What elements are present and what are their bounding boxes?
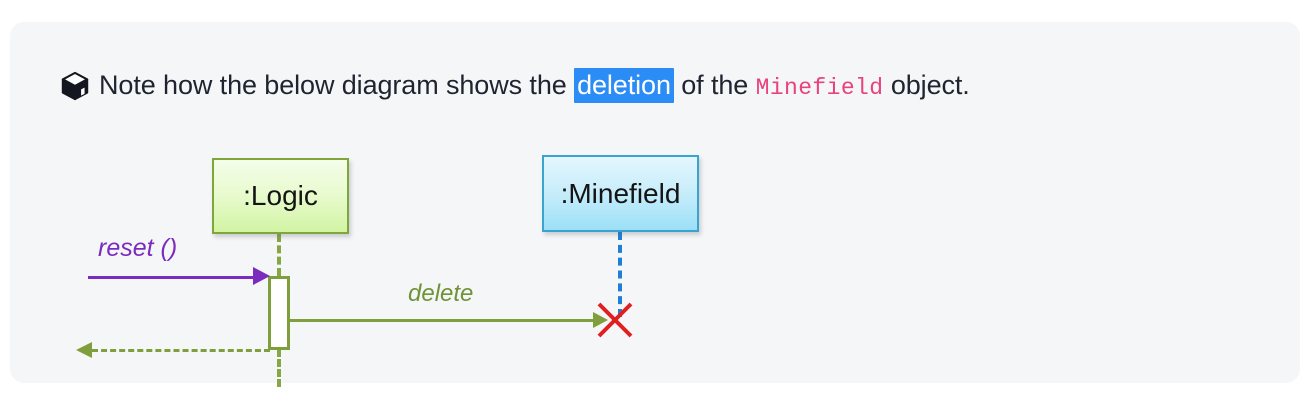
destruction-x-icon <box>597 302 633 338</box>
message-label-reset: reset () <box>98 234 178 262</box>
note-header: Note how the below diagram shows the del… <box>60 62 970 110</box>
participant-label-minefield: :Minefield <box>560 177 681 209</box>
arrowhead-return <box>76 342 92 358</box>
arrowhead-delete <box>593 312 608 328</box>
participant-box-logic[interactable]: :Logic <box>212 158 349 234</box>
message-label-delete: delete <box>408 280 474 307</box>
note-text-end: object. <box>883 69 970 100</box>
participant-box-minefield[interactable]: :Minefield <box>542 155 699 232</box>
inline-code-minefield: Minefield <box>755 74 884 101</box>
message-line-reset <box>88 276 264 279</box>
cube-icon <box>61 71 89 101</box>
sequence-diagram: :Logic :Minefield reset () delete <box>10 22 1300 387</box>
note-text-middle: of the <box>673 69 756 100</box>
lifeline-minefield <box>618 232 622 317</box>
note-text: Note how the below diagram shows the del… <box>99 67 970 105</box>
note-callout-card: Note how the below diagram shows the del… <box>10 22 1300 387</box>
message-line-delete <box>290 319 602 322</box>
lifeline-logic-upper <box>277 234 281 276</box>
lifeline-logic-lower <box>277 349 281 387</box>
note-text-before: Note how the below diagram shows the <box>99 69 575 100</box>
highlighted-word-deletion[interactable]: deletion <box>574 67 674 103</box>
participant-label-logic: :Logic <box>243 180 318 211</box>
message-line-return <box>92 349 270 352</box>
arrowhead-reset <box>253 267 270 285</box>
activation-bar-logic <box>268 276 290 350</box>
